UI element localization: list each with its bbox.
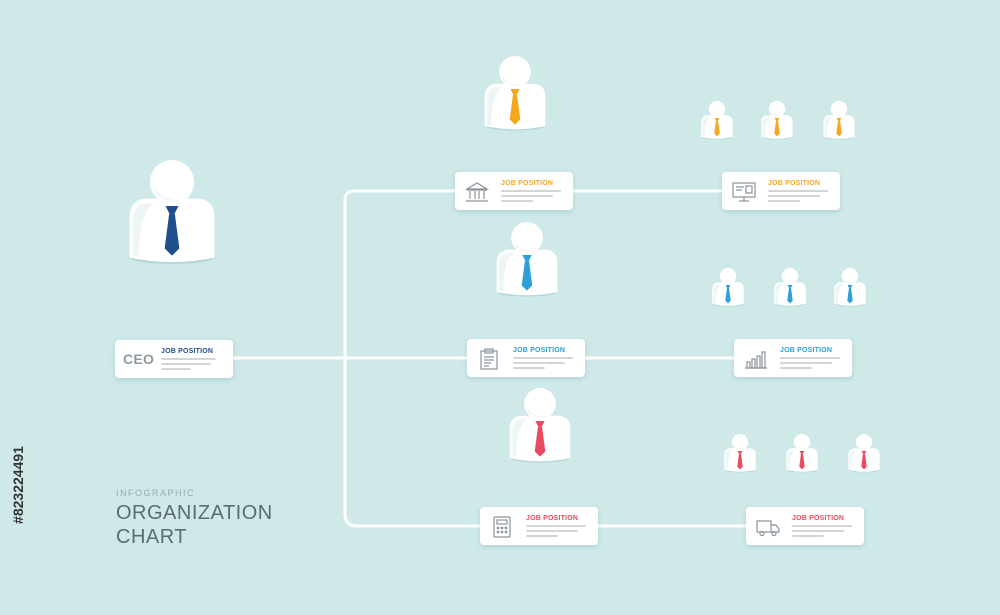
ceo-card: CEO JOB POSITION xyxy=(115,340,233,378)
heading-subtitle: INFOGRAPHIC xyxy=(116,488,196,498)
job-title: JOB POSITION xyxy=(792,515,845,522)
manager-card-1: JOB POSITION xyxy=(455,172,573,210)
manager-figure-1 xyxy=(482,56,548,132)
placeholder-text-lines xyxy=(526,525,586,540)
placeholder-text-lines xyxy=(161,358,216,373)
ceo-job-title: JOB POSITION xyxy=(161,348,214,355)
team-card-3: JOB POSITION xyxy=(746,507,864,545)
stock-id-text: #823224491 xyxy=(10,446,26,524)
stock-id: #823224491 xyxy=(8,375,28,595)
manager-card-2: JOB POSITION xyxy=(467,339,585,377)
job-title: JOB POSITION xyxy=(513,347,566,354)
job-title: JOB POSITION xyxy=(501,180,554,187)
team-member-figure-1-1 xyxy=(700,101,734,140)
team-card-1: JOB POSITION xyxy=(722,172,840,210)
team-member-figure-2-3 xyxy=(833,268,867,307)
ceo-badge: CEO xyxy=(123,351,155,367)
manager-figure-3 xyxy=(507,388,573,464)
placeholder-text-lines xyxy=(780,357,840,372)
manager-figure-2 xyxy=(494,222,560,298)
placeholder-text-lines xyxy=(768,190,828,205)
team-member-figure-3-1 xyxy=(723,434,757,473)
chart-heading: INFOGRAPHIC ORGANIZATION CHART xyxy=(116,488,273,549)
manager-card-3: JOB POSITION xyxy=(480,507,598,545)
delivery-truck-icon xyxy=(756,516,780,538)
job-title: JOB POSITION xyxy=(780,347,833,354)
monitor-icon xyxy=(732,181,756,203)
bar-chart-icon xyxy=(744,348,768,370)
team-member-figure-2-2 xyxy=(773,268,807,307)
heading-title-line1: ORGANIZATION xyxy=(116,502,273,524)
team-member-figure-3-2 xyxy=(785,434,819,473)
team-member-figure-1-2 xyxy=(760,101,794,140)
team-member-figure-3-3 xyxy=(847,434,881,473)
placeholder-text-lines xyxy=(792,525,852,540)
bank-icon xyxy=(465,181,489,203)
team-card-2: JOB POSITION xyxy=(734,339,852,377)
team-member-figure-1-3 xyxy=(822,101,856,140)
placeholder-text-lines xyxy=(513,357,573,372)
ceo-figure xyxy=(126,160,218,266)
job-title: JOB POSITION xyxy=(768,180,821,187)
calculator-icon xyxy=(490,516,514,538)
heading-title-line2: CHART xyxy=(116,526,188,548)
placeholder-text-lines xyxy=(501,190,561,205)
clipboard-icon xyxy=(477,348,501,370)
job-title: JOB POSITION xyxy=(526,515,579,522)
team-member-figure-2-1 xyxy=(711,268,745,307)
